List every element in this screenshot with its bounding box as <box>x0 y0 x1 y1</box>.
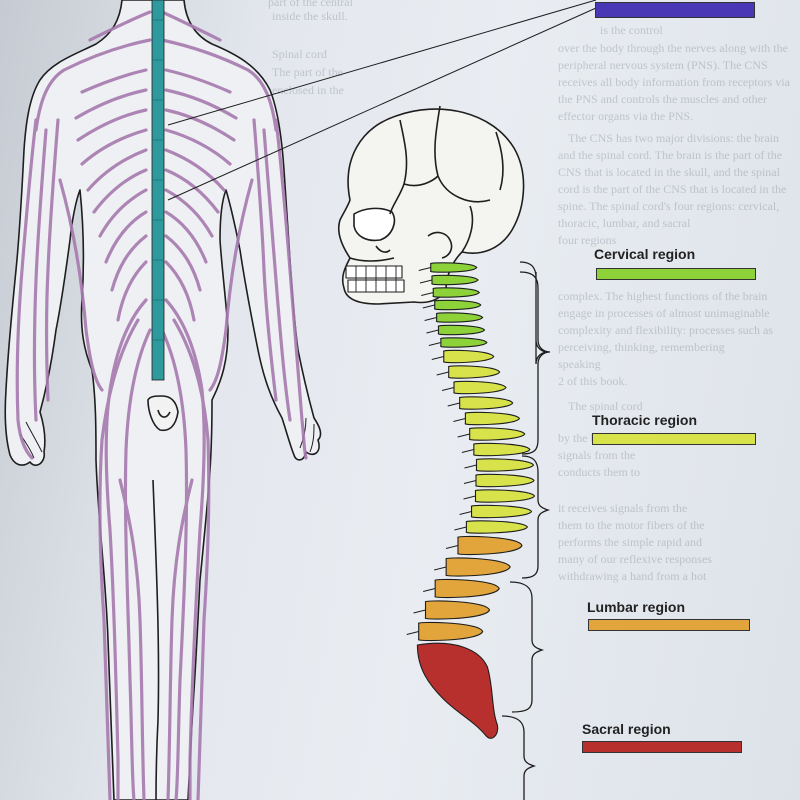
ghost-text-line: engage in processes of almost unimaginab… <box>558 306 770 320</box>
vertebra-process <box>423 587 436 593</box>
sacrum <box>416 642 499 739</box>
ghost-text-line: spine. The spinal cord's four regions: c… <box>558 199 780 213</box>
ghost-text-line: 2 of this book. <box>558 374 628 388</box>
region-label-cervical: Cervical region <box>594 246 696 262</box>
vertebra <box>464 411 521 426</box>
ghost-text-line: withdrawing a hand from a hot <box>558 569 707 583</box>
vertebra-process <box>426 329 439 334</box>
vertebra <box>459 396 514 410</box>
vertebra <box>434 299 482 311</box>
ghost-text-line: and the spinal cord. The brain is the pa… <box>558 148 783 162</box>
ghost-text-line: signals from the <box>558 448 636 462</box>
region-brackets <box>501 261 551 800</box>
vertebra-process <box>453 417 466 423</box>
vertebra <box>434 578 500 599</box>
ghost-text-line: The CNS has two major divisions: the bra… <box>568 131 779 145</box>
vertebra-process <box>424 316 437 322</box>
vertebra <box>475 473 535 488</box>
vertebra <box>437 324 486 336</box>
vertebra <box>440 337 488 348</box>
vertebra-process <box>421 291 434 297</box>
ghost-text-line: speaking <box>558 357 601 371</box>
vertebra-process <box>436 371 449 376</box>
ghost-text-line: it receives signals from the <box>558 501 688 515</box>
ghost-text-line: many of our reflexive responses <box>558 552 712 566</box>
sacral-color-swatch <box>582 741 742 753</box>
ghost-text-line: inside the skull. <box>272 9 348 23</box>
brain-color-swatch <box>595 2 755 18</box>
vertebra-process <box>454 526 467 531</box>
ghost-text-line: cord is the part of the CNS that is loca… <box>558 182 787 196</box>
pointer-lines <box>167 0 597 201</box>
vertebra-process <box>464 464 477 469</box>
region-label-sacral: Sacral region <box>582 721 671 737</box>
vertebra-process <box>428 341 442 347</box>
vertebra-process <box>447 402 460 407</box>
vertebra <box>432 287 480 298</box>
vertebra <box>443 349 495 364</box>
ghost-text-line: is the control <box>600 23 663 37</box>
vertebra-process <box>459 510 472 516</box>
vertebra-process <box>422 304 435 309</box>
vertebra-process <box>406 630 419 636</box>
ghost-text-line: The part of the <box>272 65 343 79</box>
ghost-text-line: perceiving, thinking, remembering <box>558 340 725 354</box>
ghost-text-line: Spinal cord <box>272 47 327 61</box>
ghost-text-line: four regions <box>558 233 617 247</box>
ghost-text-line: over the body through the nerves along w… <box>558 41 788 55</box>
vertebra-process <box>413 609 426 614</box>
cervical-color-swatch <box>596 268 756 280</box>
vertebra <box>418 621 484 642</box>
vertebra-process <box>463 479 477 485</box>
vertebra <box>453 380 507 395</box>
region-label-lumbar: Lumbar region <box>587 599 686 615</box>
vertebra <box>474 489 536 503</box>
skull-illustration <box>337 105 525 305</box>
thoracic-color-swatch <box>592 433 756 445</box>
vertebra <box>445 557 511 577</box>
ghost-text-line: them to the motor fibers of the <box>558 518 705 532</box>
vertebra-process <box>418 266 431 272</box>
vertebra-process <box>463 495 476 500</box>
vertebra <box>457 535 523 556</box>
vertebra <box>424 600 491 620</box>
ghost-text-line: enclosed in the <box>272 83 344 97</box>
vertebra <box>465 520 529 534</box>
region-label-thoracic: Thoracic region <box>592 412 698 428</box>
vertebra <box>470 504 533 519</box>
vertebral-column <box>406 262 536 739</box>
vertebra-process <box>434 566 447 571</box>
vertebra-process <box>431 355 444 361</box>
vertebra <box>436 312 484 323</box>
ghost-text-line: CNS that is located in the skull, and th… <box>558 165 780 179</box>
ghost-text-line: complex. The highest functions of the br… <box>558 289 768 303</box>
ghost-text-line: peripheral nervous system (PNS). The CNS <box>558 58 768 72</box>
ghost-text-line: the PNS and controls the muscles and oth… <box>558 92 767 106</box>
human-body-figure <box>4 0 322 800</box>
ghost-text-line: complexity and flexibility: processes su… <box>558 323 773 337</box>
vertebra <box>475 458 535 472</box>
vertebra-process <box>419 279 433 284</box>
vertebra <box>473 442 531 457</box>
ghost-text-line: thoracic, lumbar, and sacral <box>558 216 691 230</box>
spinal-cord <box>151 0 165 381</box>
peripheral-nerves <box>15 10 308 800</box>
vertebra-process <box>461 448 474 454</box>
vertebra-process <box>457 433 470 438</box>
vertebra <box>431 274 479 286</box>
lumbar-color-swatch <box>588 619 750 631</box>
vertebra-process <box>441 386 455 392</box>
ghost-text-line: receives all body information from recep… <box>558 75 790 89</box>
vertebra <box>469 427 526 441</box>
vertebra <box>448 365 501 379</box>
ghost-text-line: effector organs via the PNS. <box>558 109 694 123</box>
ghost-text-line: The spinal cord <box>568 399 643 413</box>
vertebra-process <box>445 544 459 550</box>
ghost-text-line: part of the central <box>268 0 353 9</box>
ghost-text-line: performs the simple rapid and <box>558 535 702 549</box>
ghost-text-line: conducts them to <box>558 465 640 479</box>
vertebra <box>430 262 478 273</box>
